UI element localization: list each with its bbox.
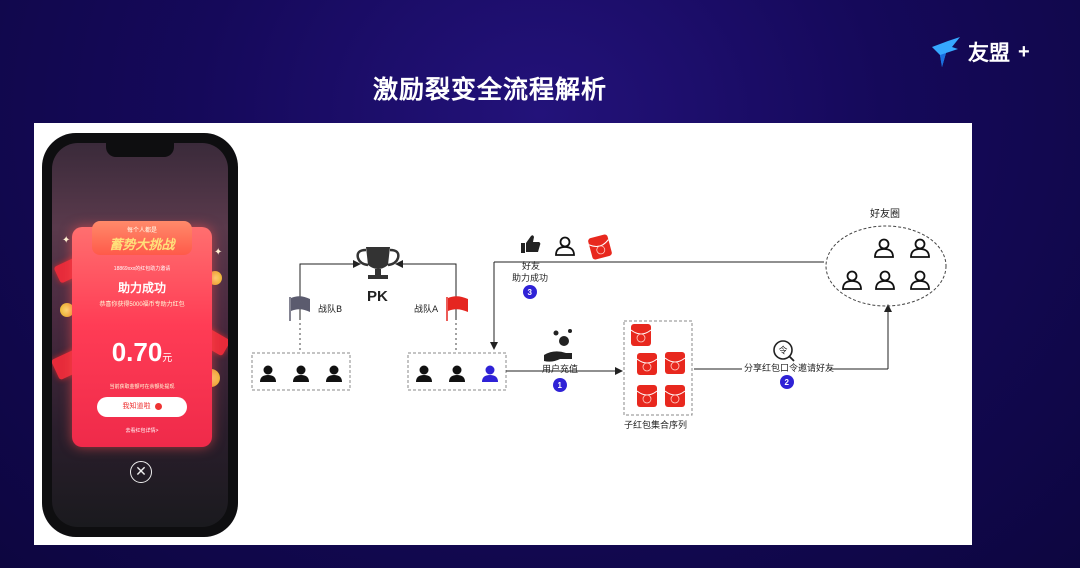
friend-icon (875, 270, 895, 290)
thumbs-up-icon (521, 235, 541, 253)
sparkle-icon: ✦ (214, 247, 223, 258)
friend-icon (842, 270, 862, 290)
phone-notch (106, 143, 174, 157)
logo-text: 友盟 (968, 41, 1010, 65)
person-icon (260, 365, 276, 382)
token-glyph: 令 (779, 345, 788, 357)
friend-icon (874, 238, 894, 258)
help-success-title: 助力成功 (117, 281, 166, 295)
friend-help-label: 助力成功 (512, 272, 548, 284)
reward-text: 恭喜你获得5000福币专助力红包 (99, 302, 185, 308)
invite-text: 18869xxx的红包助力邀请 (113, 266, 171, 272)
friend-red-packet-icon (586, 233, 614, 261)
person-icon (293, 365, 309, 382)
red-packet-set-box (623, 320, 693, 416)
red-packet-icon (636, 384, 658, 408)
withdraw-note: 当前获取金额可在余额处提现 (109, 384, 175, 390)
umeng-bird-icon (932, 37, 960, 67)
umeng-logo: 友盟 + (930, 34, 1030, 70)
amount-display: 0.70元 (72, 337, 212, 368)
step-2-number: 2 (785, 378, 790, 387)
step-1-badge (553, 378, 567, 392)
active-user-icon (482, 365, 498, 382)
friend-circle-label: 好友圈 (870, 207, 900, 220)
badge-dot-icon (154, 402, 162, 410)
red-packet-icon (664, 384, 686, 408)
got-it-label: 我知道啦 (122, 403, 151, 410)
details-link[interactable]: 去看红包详情> (125, 428, 159, 434)
slide-title: 激励裂变全流程解析 (372, 75, 607, 104)
red-packet-icon (630, 323, 652, 347)
share-token-icon (773, 340, 795, 362)
step-3-number: 3 (528, 288, 533, 297)
help-success-card: 每个人都是 蓄势大挑战 18869xxx的红包助力邀请 助力成功 恭喜你获得50… (72, 221, 212, 447)
amount-value: 0.70 (111, 337, 163, 367)
red-packet-set-label: 子红包集合序列 (624, 419, 687, 431)
person-icon (326, 365, 342, 382)
friend-person-icon (555, 236, 575, 256)
content-panel: ✦ ✦ 每个人都是 蓄势大挑战 18869xxx的红包助力邀请 助力成功 恭喜你… (34, 123, 972, 545)
person-icon (449, 365, 465, 382)
red-packet-icon (664, 351, 686, 375)
sparkle-icon: ✦ (62, 235, 71, 246)
banner-title: 蓄势大挑战 (109, 237, 175, 252)
share-label: 分享红包口令邀请好友 (744, 362, 834, 374)
team-a-flag-icon (446, 296, 468, 321)
friend-icon (910, 270, 930, 290)
person-icon (416, 365, 432, 382)
team-b-flag-icon (289, 296, 310, 321)
recharge-label: 用户充值 (542, 363, 578, 375)
hand-money-icon (544, 329, 572, 362)
amount-unit: 元 (162, 353, 173, 364)
close-icon[interactable]: ✕ (130, 461, 152, 483)
coin-icon (60, 303, 74, 317)
friend-icon (910, 238, 930, 258)
step-3-badge (523, 285, 537, 299)
banner-subtitle: 每个人都是 (126, 228, 157, 234)
phone-screen: ✦ ✦ 每个人都是 蓄势大挑战 18869xxx的红包助力邀请 助力成功 恭喜你… (52, 143, 228, 527)
step-2-badge (780, 375, 794, 389)
logo-plus: + (1018, 40, 1030, 63)
friend-circle (825, 225, 947, 307)
flow-diagram: PK 战队B 战队A (251, 207, 947, 431)
pk-label: PK (367, 288, 388, 305)
team-b-label: 战队B (318, 303, 342, 315)
step-1-number: 1 (558, 381, 563, 390)
red-packet-icon (636, 352, 658, 376)
friend-label: 好友 (522, 260, 540, 272)
trophy-icon (356, 247, 400, 279)
team-b-box (251, 352, 351, 391)
team-a-label: 战队A (414, 303, 439, 315)
phone-mockup: ✦ ✦ 每个人都是 蓄势大挑战 18869xxx的红包助力邀请 助力成功 恭喜你… (42, 133, 238, 537)
card-banner: 每个人都是 蓄势大挑战 (92, 221, 192, 255)
got-it-button[interactable]: 我知道啦 (97, 397, 187, 417)
